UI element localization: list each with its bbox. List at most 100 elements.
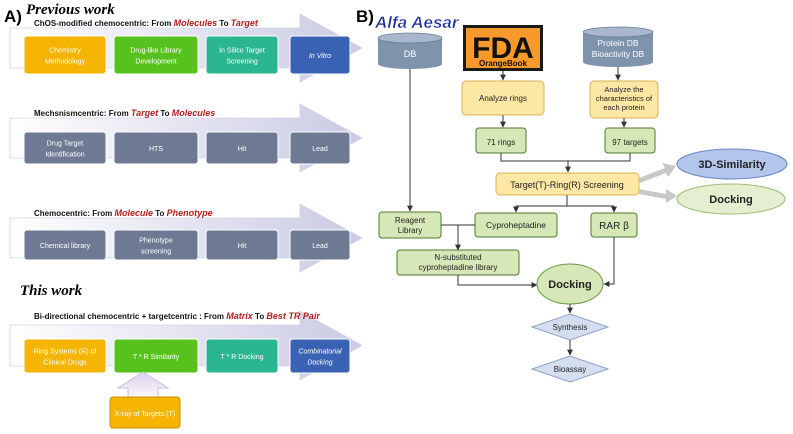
xray-label: X-ray of Targets (T): [115, 411, 175, 418]
row-step-label: Development: [135, 59, 176, 66]
row-step-box: [23, 229, 107, 261]
row-step-label: Hit: [238, 243, 247, 250]
row-heading-to-word: To: [158, 109, 172, 118]
workflow-row-2: Mechsnismcentric: From Target To Molecul…: [9, 103, 363, 173]
row-step-box: [23, 131, 107, 165]
db-protein-line2: Bioactivity DB: [592, 49, 645, 59]
panel-b-label: B): [356, 7, 374, 26]
arrow-to-3d-similarity: [639, 163, 676, 183]
row-heading-prefix: Bi-directional chemocentric + targetcent…: [34, 312, 226, 321]
previous-work-title: Previous work: [26, 2, 115, 18]
alfa-aesar-logo: Alfa Aesar: [374, 13, 460, 32]
orangebook-text: OrangeBook: [479, 59, 528, 68]
targets-count-label: 97 targets: [612, 138, 648, 147]
row-step-label: Ring Systems (R) of: [34, 349, 97, 356]
reagent-line2: Library: [398, 226, 422, 235]
bioassay-label: Bioassay: [554, 365, 586, 374]
docking-main-label: Docking: [548, 279, 591, 291]
row-heading-to: Molecules: [172, 108, 216, 118]
row-step-label: Screening: [226, 59, 258, 66]
workflow-rows: ChOS-modified chemocentric: From Molecul…: [9, 13, 363, 381]
row-step-label: Hit: [238, 146, 247, 153]
row-heading-to-word: To: [153, 209, 167, 218]
row-step-box: [205, 229, 279, 261]
row-step-box: [113, 35, 199, 75]
panel-a-label: A): [4, 7, 22, 26]
reagent-line1: Reagent: [395, 216, 426, 225]
row-step-label: Drug Target: [47, 141, 84, 148]
row-step-label: In Silico Target: [219, 48, 265, 55]
rar-label: RAR β: [599, 221, 629, 232]
connector-reagent-cypro: [441, 224, 459, 238]
row-heading: ChOS-modified chemocentric: From Molecul…: [34, 18, 259, 28]
row-step-box: [289, 35, 351, 75]
row-step-label: Combinatorial: [298, 349, 342, 356]
row-heading-prefix: Chemocentric: From: [34, 209, 114, 218]
workflow-row-3: Chemocentric: From Molecule To Phenotype…: [9, 203, 363, 273]
connector-counts-join: [500, 153, 631, 162]
row-heading-from: Molecules: [174, 18, 218, 28]
db-protein-line1: Protein DB: [597, 38, 638, 48]
row-heading-to-word: To: [217, 19, 231, 28]
similarity-3d-oval: [676, 148, 788, 180]
similarity-3d-label: 3D-Similarity: [698, 159, 766, 171]
nsub-line2: cyproheptadine library: [419, 263, 498, 272]
docking-side-label: Docking: [709, 194, 752, 206]
row-step-box: [205, 338, 279, 374]
nsub-line1: N-substituted: [434, 253, 481, 262]
row-step-box: [205, 131, 279, 165]
arrow-to-docking-side: [639, 189, 677, 203]
row-step-box: [113, 338, 199, 374]
row-step-box: [113, 229, 199, 261]
synthesis-label: Synthesis: [553, 323, 588, 332]
row-step-label: screening: [141, 249, 171, 256]
bioassay-diamond: [530, 355, 610, 383]
arrow-rar-docking: [603, 237, 615, 287]
row-step-label: Phenotype: [139, 238, 173, 245]
row-heading-to: Target: [231, 18, 259, 28]
row-step-box: [289, 229, 351, 261]
row-step-label: Lead: [312, 243, 328, 250]
analyze-protein-line1: Analyze the: [604, 85, 643, 94]
row-heading-to: Best TR Pair: [266, 311, 320, 321]
row-heading-to: Phenotype: [167, 208, 213, 218]
row-step-box: [113, 131, 199, 165]
row-heading-to-word: To: [253, 312, 267, 321]
row-step-label: Lead: [312, 146, 328, 153]
analyze-protein-line2: characteristics of: [596, 94, 653, 103]
analyze-rings-label: Analyze rings: [479, 94, 527, 103]
row-step-label: T * R Similarity: [133, 354, 180, 361]
workflow-row-1: ChOS-modified chemocentric: From Molecul…: [9, 13, 363, 83]
fda-orangebook-logo: FDA OrangeBook: [463, 25, 543, 71]
workflow-row-4: Bi-directional chemocentric + targetcent…: [9, 310, 363, 381]
row-step-label: Identification: [45, 152, 84, 159]
row-heading-from: Molecule: [114, 208, 153, 218]
row-heading-prefix: Mechsnismcentric: From: [34, 109, 131, 118]
row-step-label: Chemical library: [40, 243, 91, 250]
row-step-label: In Vitro: [309, 53, 331, 60]
row-heading-from: Matrix: [226, 311, 254, 321]
cyproheptadine-label: Cyproheptadine: [486, 220, 546, 230]
row-step-box: [289, 131, 351, 165]
row-step-label: HTS: [149, 146, 163, 153]
xray-box: [109, 396, 181, 429]
row-step-box: [23, 35, 107, 75]
row-step-box: [289, 338, 351, 374]
row-step-box: [23, 338, 107, 374]
db-cylinder-protein: Protein DB Bioactivity DB: [582, 26, 654, 67]
row-heading: Chemocentric: From Molecule To Phenotype: [34, 208, 213, 218]
arrow-nsub-docking: [457, 275, 538, 288]
row-step-label: Chemistry: [49, 48, 81, 55]
row-step-label: Drug-like Library: [130, 48, 182, 55]
db-cylinder-alfa-label: DB: [404, 49, 417, 59]
row-heading-prefix: ChOS-modified chemocentric: From: [34, 19, 174, 28]
row-step-label: T * R Docking: [220, 354, 263, 361]
row-step-label: Clinical Drugs: [43, 360, 87, 367]
row-heading: Bi-directional chemocentric + targetcent…: [34, 311, 320, 321]
this-work-title: This work: [20, 283, 83, 299]
screening-label: Target(T)-Ring(R) Screening: [510, 180, 624, 190]
row-step-label: Methodology: [45, 59, 86, 66]
row-heading: Mechsnismcentric: From Target To Molecul…: [34, 108, 215, 118]
fda-text: FDA: [472, 32, 534, 65]
